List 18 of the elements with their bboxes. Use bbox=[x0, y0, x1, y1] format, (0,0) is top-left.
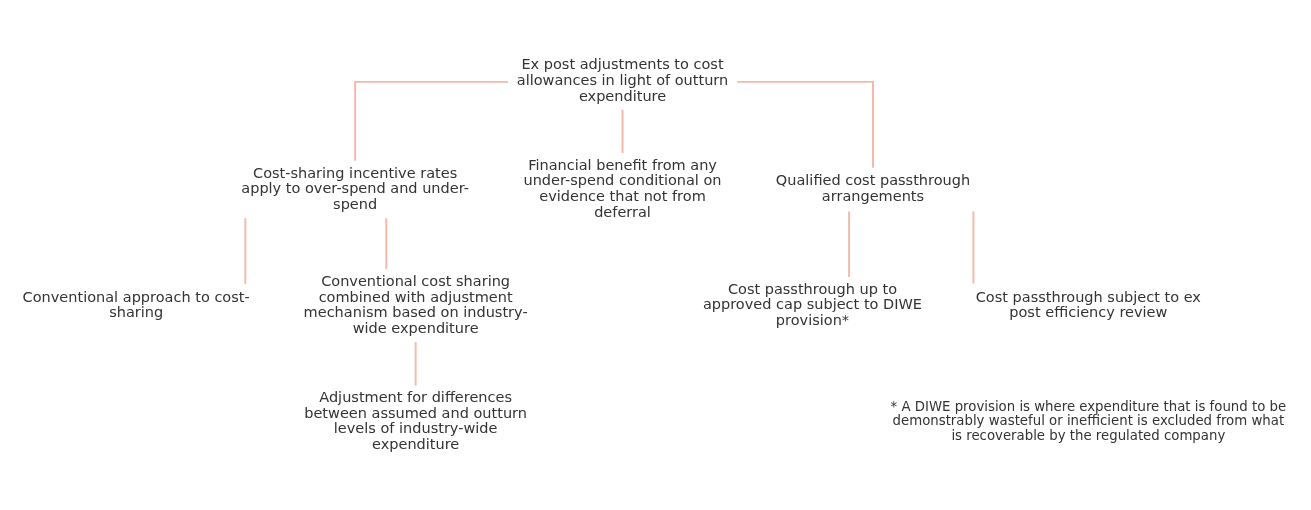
connector bbox=[736, 80, 874, 169]
connector bbox=[848, 209, 851, 278]
node-text: Qualified cost passthrough arrangements bbox=[775, 171, 971, 204]
connector bbox=[244, 216, 247, 285]
node-text: Cost passthrough subject to ex post efficiency review bbox=[975, 288, 1201, 320]
node-text: Financial benefit from any under-spend conditional on evidence that not from deferral bbox=[523, 156, 722, 220]
connector bbox=[972, 209, 975, 285]
connector bbox=[414, 340, 417, 387]
label: * A DIWE provision is where expenditure that is found to be demonstrably wasteful or inefficient is excluded from what is recoverable by the regulated company bbox=[890, 398, 1287, 443]
connector bbox=[354, 80, 509, 162]
node-text: Adjustment for differences between assumed and outturn levels of industry-wide expenditure bbox=[304, 388, 528, 452]
node-text: Ex post adjustments to cost allowances in light of outturn expenditure bbox=[516, 55, 729, 104]
node-text: Cost passthrough up to approved cap subject to DIWE provision* bbox=[702, 280, 923, 328]
node-text: Conventional approach to cost-sharing bbox=[22, 288, 250, 320]
node-text: Conventional cost sharing combined with adjustment mechanism based on industry-wide expenditure bbox=[303, 272, 528, 336]
connector bbox=[621, 108, 624, 154]
node-text: Cost-sharing incentive rates apply to over-spend and under-spend bbox=[241, 164, 469, 212]
connector bbox=[385, 216, 388, 270]
